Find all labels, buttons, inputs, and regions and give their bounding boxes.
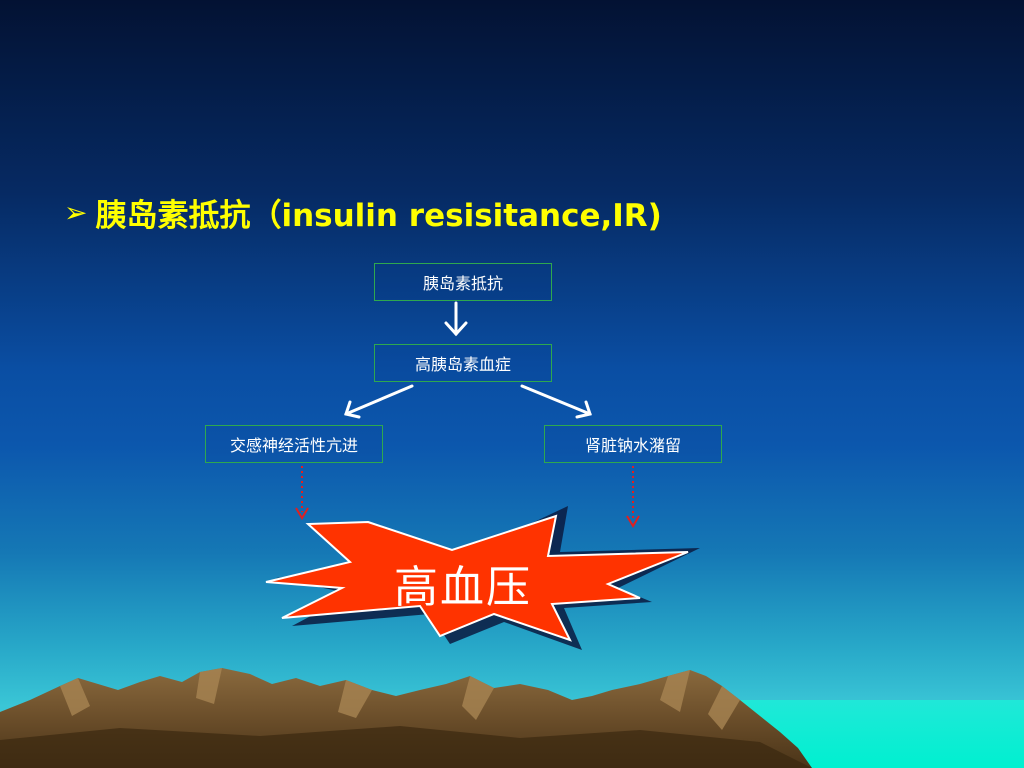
heading-text: 胰岛素抵抗（insulin resisitance,IR) xyxy=(95,197,662,234)
node-renal-sodium-water-retention: 肾脏钠水潴留 xyxy=(544,425,722,463)
arrow-bullet-icon: ➢ xyxy=(64,195,88,229)
node-insulin-resistance: 胰岛素抵抗 xyxy=(374,263,552,301)
node-hypertension: 高血压 xyxy=(394,562,532,613)
node-hyperinsulinemia: 高胰岛素血症 xyxy=(374,344,552,382)
mountain-ridge-dark xyxy=(0,726,812,768)
node-sympathetic-hyperactivity: 交感神经活性亢进 xyxy=(205,425,383,463)
slide-heading: ➢ 胰岛素抵抗（insulin resisitance,IR) xyxy=(64,188,662,236)
